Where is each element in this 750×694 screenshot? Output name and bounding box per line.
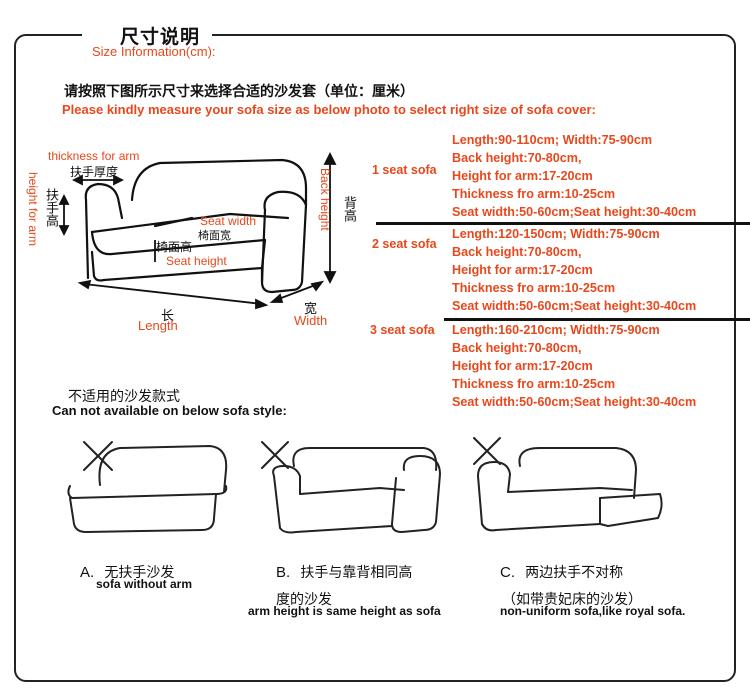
size-1-line-5: Seat width:50-60cm;Seat height:30-40cm [452,205,697,219]
divider-1 [376,222,750,225]
style-a-letter: A. [80,564,95,581]
size-label-1-seat: 1 seat sofa [372,163,437,177]
page-title: 尺寸说明 [120,27,201,48]
size-2-line-3: Height for arm:17-20cm [452,263,593,277]
length-label-cn: 长 [161,308,175,323]
content-frame [14,34,736,682]
size-3-line-5: Seat width:50-60cm;Seat height:30-40cm [452,395,697,409]
seat-height-label-en: Seat height [166,254,227,268]
sofa-c-drawing [473,437,663,532]
unavailable-title-cn: 不适用的沙发款式 [68,388,180,404]
seat-height-label-cn: 椅面高 [156,240,193,254]
back-height-label-cn: 背高 [342,196,357,222]
title-background [82,20,212,50]
style-b-cn: 扶手与靠背相同高 [300,564,413,580]
sofa-a-drawing [67,441,228,533]
seat-width-label-cn: 椅面宽 [198,230,231,242]
size-3-line-4: Thickness fro arm:10-25cm [452,377,616,391]
style-c-letter: C. [500,564,515,581]
size-2-line-5: Seat width:50-60cm;Seat height:30-40cm [452,299,697,313]
length-label-en: Length [138,318,178,333]
style-c-cn: 两边扶手不对称 [525,564,624,580]
seat-width-label-en: Seat width [200,214,257,228]
size-3-line-3: Height for arm:17-20cm [452,359,593,373]
arm-height-label-cn: 扶手高 [44,188,59,227]
style-c-en: non-uniform sofa,like royal sofa. [500,604,686,618]
sofa-b-drawing [261,441,441,534]
back-height-label-en: Back height [318,168,332,231]
size-3-line-2: Back height:70-80cm, [452,341,582,355]
style-b-caption: B. 扶手与靠背相同高 [276,562,412,582]
size-1-line-2: Back height:70-80cm, [452,151,582,165]
instruction-cn: 请按照下图所示尺寸来选择合适的沙发套（单位：厘米） [64,83,414,99]
thickness-label-cn: 扶手厚度 [70,165,119,179]
instruction-en: Please kindly measure your sofa size as … [62,102,596,117]
width-label-cn: 宽 [304,301,318,316]
size-label-3-seat: 3 seat sofa [370,323,435,337]
width-label-en: Width [294,313,328,328]
page-subtitle: Size Information(cm): [92,44,216,59]
style-c-cn-2: （如带贵妃床的沙发） [502,591,642,607]
style-b-en: arm height is same height as sofa [248,604,441,618]
unavailable-title-en: Can not available on below sofa style: [52,403,287,418]
style-a-en: sofa without arm [96,577,193,591]
arm-height-label-en: height for arm [26,172,40,247]
divider-2 [444,318,750,321]
style-a-caption: A. 无扶手沙发 [80,562,174,582]
style-b-letter: B. [276,564,291,581]
size-1-line-3: Height for arm:17-20cm [452,169,593,183]
style-b-cn-2: 度的沙发 [276,591,332,607]
style-a-cn: 无扶手沙发 [104,564,175,580]
size-1-line-4: Thickness fro arm:10-25cm [452,187,616,201]
size-1-line-1: Length:90-110cm; Width:75-90cm [452,133,653,147]
size-label-2-seat: 2 seat sofa [372,237,437,251]
size-2-line-4: Thickness fro arm:10-25cm [452,281,616,295]
size-3-line-1: Length:160-210cm; Width:75-90cm [452,323,660,337]
style-c-caption: C. 两边扶手不对称 [500,562,623,582]
size-2-line-2: Back height:70-80cm, [452,245,582,259]
size-2-line-1: Length:120-150cm; Width:75-90cm [452,227,660,241]
thickness-label-en: thickness for arm [48,149,140,163]
